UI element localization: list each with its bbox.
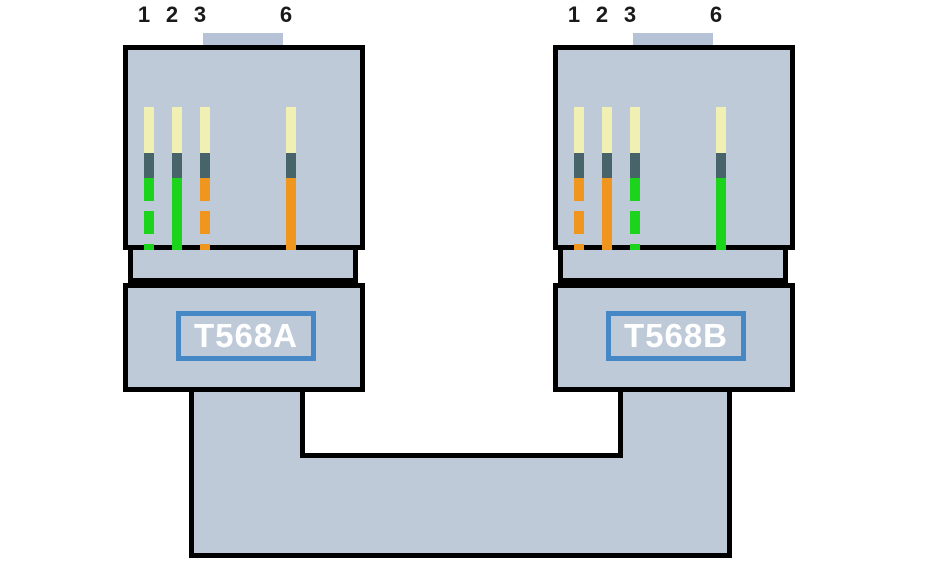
pin-6-label: 6 <box>279 2 293 27</box>
wire-body <box>286 178 296 295</box>
wire-body <box>630 178 640 295</box>
wire-pin-3 <box>630 107 640 295</box>
standard-label-box: T568B <box>606 311 746 361</box>
connector-head <box>553 45 795 295</box>
wire-pin-2 <box>602 107 612 295</box>
wire-collar <box>602 153 612 178</box>
wire-contact-tip <box>716 107 726 153</box>
pin-2-label: 2 <box>595 2 609 27</box>
connector-neck <box>128 250 358 283</box>
wire-pin-2 <box>172 107 182 295</box>
connector-clip-tab <box>633 33 713 46</box>
wire-body <box>574 178 584 295</box>
wire-body <box>144 178 154 295</box>
wire-contact-tip <box>144 107 154 153</box>
pin-3-label: 3 <box>193 2 207 27</box>
wire-collar <box>172 153 182 178</box>
wire-body <box>172 178 182 295</box>
pin-1-label: 1 <box>567 2 581 27</box>
wire-pin-6 <box>716 107 726 295</box>
cable-u-loop <box>189 385 732 558</box>
connector-boot <box>553 283 795 392</box>
wire-contact-tip <box>630 107 640 153</box>
wire-contact-tip <box>574 107 584 153</box>
standard-label-box: T568A <box>176 311 316 361</box>
wire-collar <box>716 153 726 178</box>
wire-pin-6 <box>286 107 296 295</box>
pin-1-label: 1 <box>137 2 151 27</box>
pin-3-label: 3 <box>623 2 637 27</box>
connector-t568b: 1 2 3 6 <box>553 0 803 400</box>
connector-boot <box>123 283 365 392</box>
wire-collar <box>286 153 296 178</box>
wire-body <box>602 178 612 295</box>
wire-collar <box>574 153 584 178</box>
standard-label: T568B <box>623 317 729 354</box>
connector-head <box>123 45 365 295</box>
wire-contact-tip <box>286 107 296 153</box>
wire-body <box>200 178 210 295</box>
pin-2-label: 2 <box>165 2 179 27</box>
wire-collar <box>630 153 640 178</box>
standard-label: T568A <box>193 317 299 354</box>
pin-6-label: 6 <box>709 2 723 27</box>
wire-collar <box>144 153 154 178</box>
connector-clip-tab <box>203 33 283 46</box>
wire-body <box>716 178 726 295</box>
wire-contact-tip <box>200 107 210 153</box>
wire-pin-1 <box>144 107 154 295</box>
connector-neck <box>558 250 788 283</box>
connector-t568a: 1 2 3 6 <box>123 0 373 400</box>
cable-path <box>189 385 732 558</box>
wire-contact-tip <box>602 107 612 153</box>
wire-pin-3 <box>200 107 210 295</box>
wire-contact-tip <box>172 107 182 153</box>
wire-pin-1 <box>574 107 584 295</box>
wire-collar <box>200 153 210 178</box>
